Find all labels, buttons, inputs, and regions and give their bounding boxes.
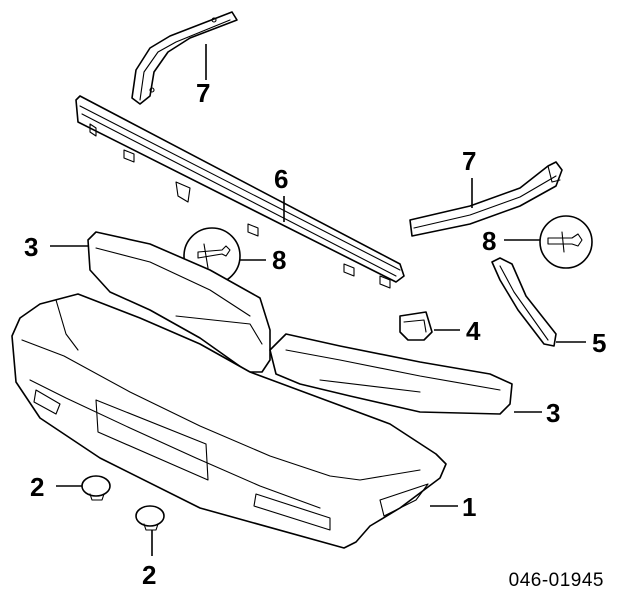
callout-8-right: 8 (482, 226, 496, 256)
reinforcement-bar-part-6 (75, 95, 405, 289)
callout-3-right: 3 (546, 398, 560, 428)
callout-3-left: 3 (24, 232, 38, 262)
trim-strip-right-part-7 (409, 161, 563, 237)
callout-5: 5 (592, 328, 606, 358)
bumper-cover-part-1 (11, 293, 447, 549)
retainer-part-4 (399, 311, 433, 341)
callout-8-left: 8 (272, 245, 286, 275)
document-number: 046-01945 (509, 570, 604, 591)
callout-7-right: 7 (462, 146, 476, 176)
callout-2-bottom: 2 (142, 560, 156, 590)
clip-right-part-8 (539, 215, 593, 269)
fastener-left-part-2 (81, 475, 111, 501)
callout-1: 1 (462, 492, 476, 522)
fastener-bottom-part-2 (135, 505, 165, 531)
callout-6: 6 (274, 164, 288, 194)
callout-4: 4 (466, 316, 481, 346)
bracket-left-part-7 (131, 11, 238, 105)
callout-2-left: 2 (30, 472, 44, 502)
callout-7-left: 7 (196, 78, 210, 108)
side-extension-part-5 (491, 257, 557, 347)
